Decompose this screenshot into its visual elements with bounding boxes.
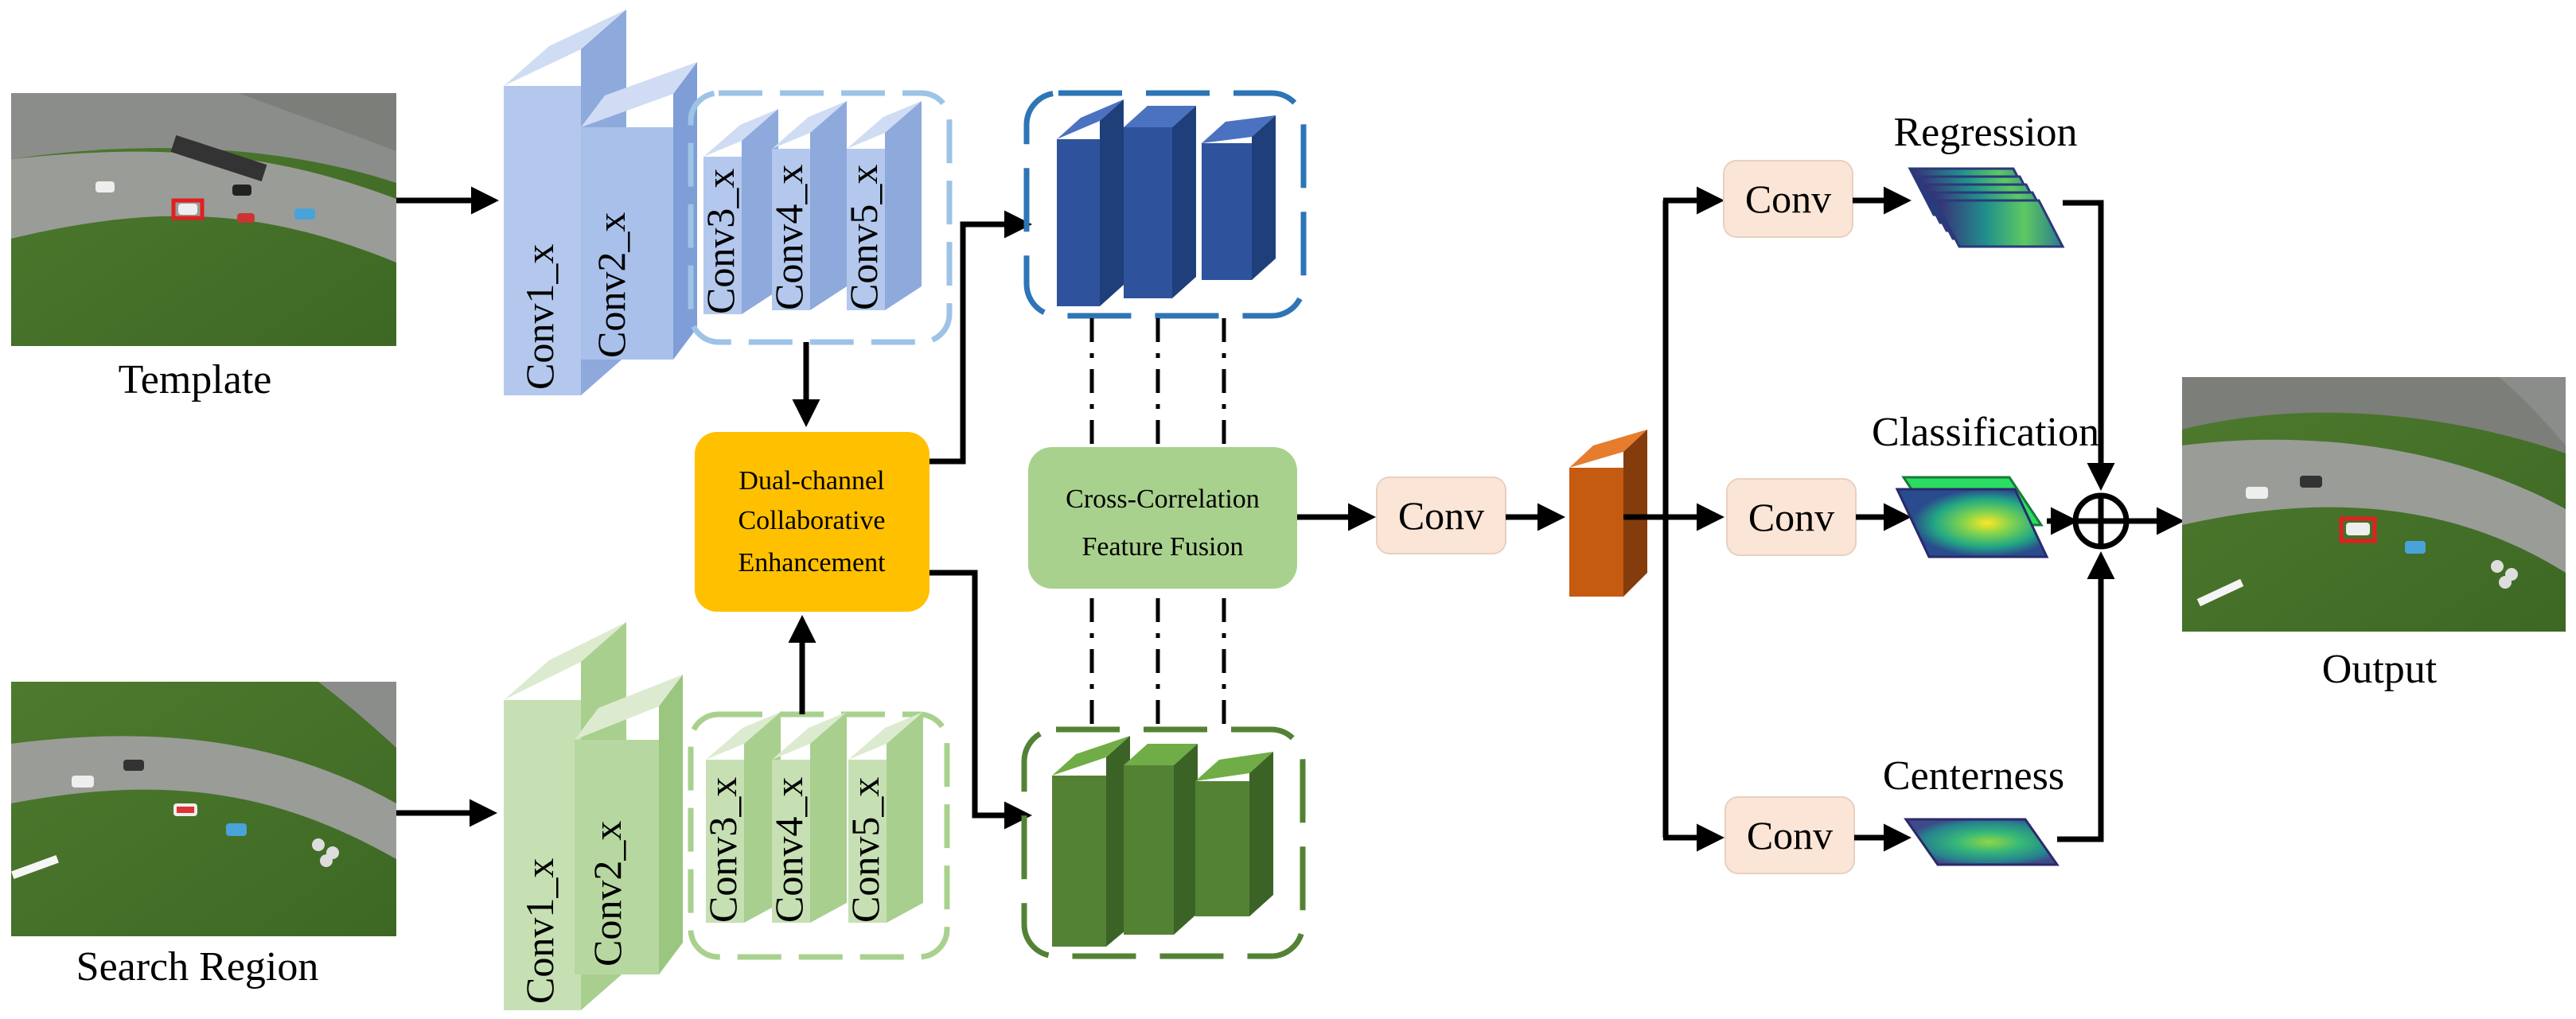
regression-label: Regression bbox=[1893, 110, 2077, 155]
dcce-label-line3: Enhancement bbox=[738, 548, 886, 578]
classification-label: Classification bbox=[1872, 410, 2099, 455]
centerness-label: Centerness bbox=[1883, 753, 2064, 799]
output-image bbox=[2182, 377, 2566, 632]
search-conv3-label: Conv3_x bbox=[700, 777, 745, 923]
template-conv2-label: Conv2_x bbox=[589, 212, 633, 358]
sum-node-icon bbox=[2072, 492, 2130, 550]
search-conv2-label: Conv2_x bbox=[585, 821, 629, 966]
search-region-label: Search Region bbox=[76, 944, 319, 990]
fused-feature-map bbox=[1569, 430, 1647, 597]
dcce-module bbox=[695, 432, 929, 612]
dcce-label-line1: Dual-channel bbox=[739, 466, 884, 496]
arrow-centerness-to-sum bbox=[2057, 551, 2115, 842]
template-label: Template bbox=[119, 357, 272, 403]
arrow-dcce-to-search-features bbox=[929, 570, 1032, 830]
search-enhanced-features bbox=[1021, 726, 1306, 959]
arrow-dcce-to-template-features bbox=[929, 210, 1032, 465]
regression-maps bbox=[1908, 167, 2065, 248]
search-backbone bbox=[504, 622, 950, 1010]
search-conv1-label: Conv1_x bbox=[517, 858, 562, 1004]
classification-conv-label: Conv bbox=[1748, 495, 1834, 539]
template-conv5-label: Conv5_x bbox=[841, 165, 886, 310]
template-conv3-label: Conv3_x bbox=[698, 169, 742, 314]
fusion-module bbox=[1028, 447, 1297, 589]
conv-label: Conv bbox=[1398, 493, 1484, 538]
regression-conv-label: Conv bbox=[1745, 177, 1831, 221]
search-region-image bbox=[11, 682, 396, 936]
search-conv5-label: Conv5_x bbox=[843, 777, 887, 923]
template-image bbox=[11, 93, 396, 346]
centerness-map bbox=[1904, 818, 2060, 866]
fusion-label-line2: Feature Fusion bbox=[1081, 532, 1243, 562]
template-conv4-label: Conv4_x bbox=[766, 165, 811, 310]
search-conv4-label: Conv4_x bbox=[766, 777, 811, 923]
template-conv1-label: Conv1_x bbox=[517, 244, 562, 390]
correlation-links bbox=[1089, 318, 1226, 728]
centerness-conv-label: Conv bbox=[1747, 813, 1833, 858]
output-label: Output bbox=[2322, 647, 2438, 692]
arrow-regression-to-sum bbox=[2063, 200, 2115, 491]
dcce-label-line2: Collaborative bbox=[738, 506, 885, 535]
classification-maps bbox=[1895, 476, 2049, 558]
fusion-label-line1: Cross-Correlation bbox=[1066, 484, 1260, 514]
template-enhanced-features bbox=[1023, 90, 1307, 319]
template-backbone bbox=[504, 10, 953, 395]
